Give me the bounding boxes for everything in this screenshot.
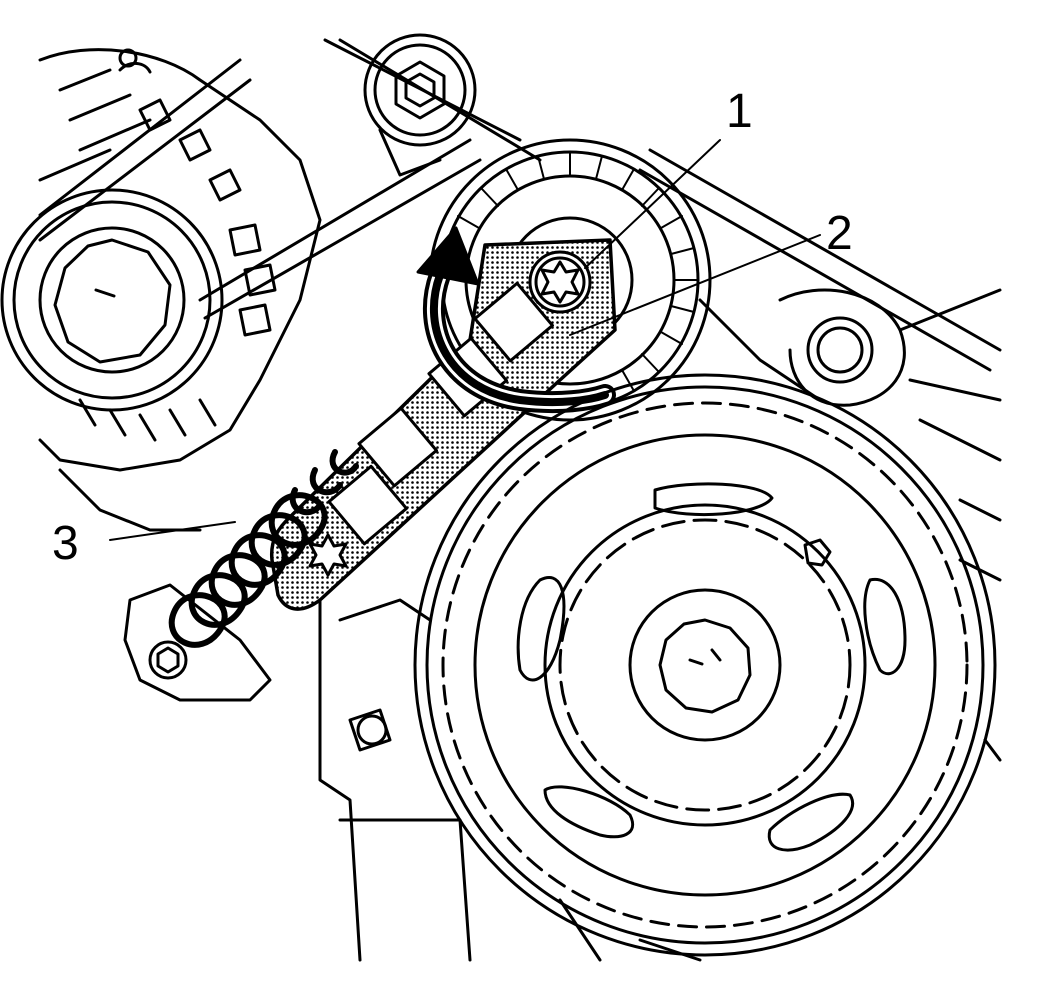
rotation-arrow (416, 226, 616, 414)
callout-3: 3 (52, 517, 79, 570)
tensioner-spring (168, 449, 359, 648)
leader-lines (109, 139, 821, 541)
callout-2: 2 (826, 207, 853, 260)
arm-star-socket (308, 533, 348, 577)
generator-pulley (0, 188, 224, 412)
upper-idler-pulley (363, 33, 477, 177)
spring-mount-bracket (123, 583, 272, 702)
callout-1: 1 (726, 85, 753, 138)
crankshaft-balancer (413, 373, 997, 957)
generator-housing (38, 48, 322, 532)
tensioner-bolt (528, 250, 592, 314)
